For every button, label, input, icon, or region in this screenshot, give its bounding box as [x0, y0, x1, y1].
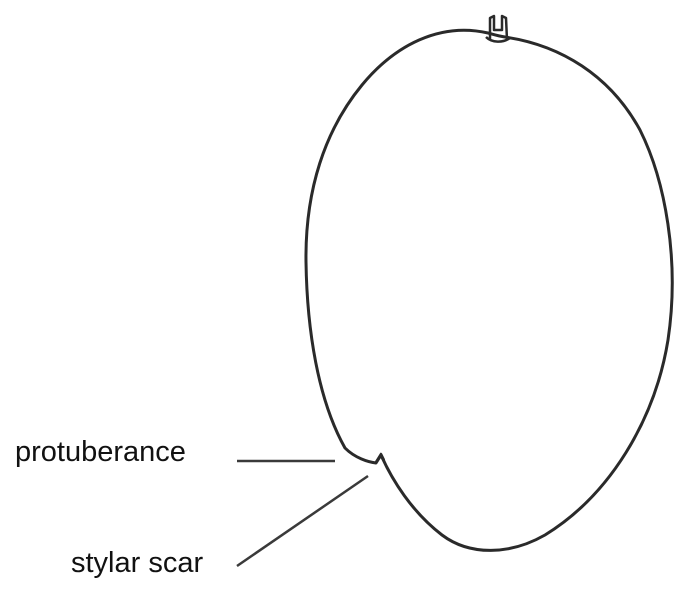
fruit-outline — [304, 28, 674, 552]
stylar-scar-leader-line — [236, 474, 369, 568]
stylar-scar-label: stylar scar — [71, 547, 204, 579]
stalk — [485, 14, 511, 43]
stylar-scar-mark — [374, 452, 386, 463]
protuberance-label: protuberance — [15, 436, 186, 468]
